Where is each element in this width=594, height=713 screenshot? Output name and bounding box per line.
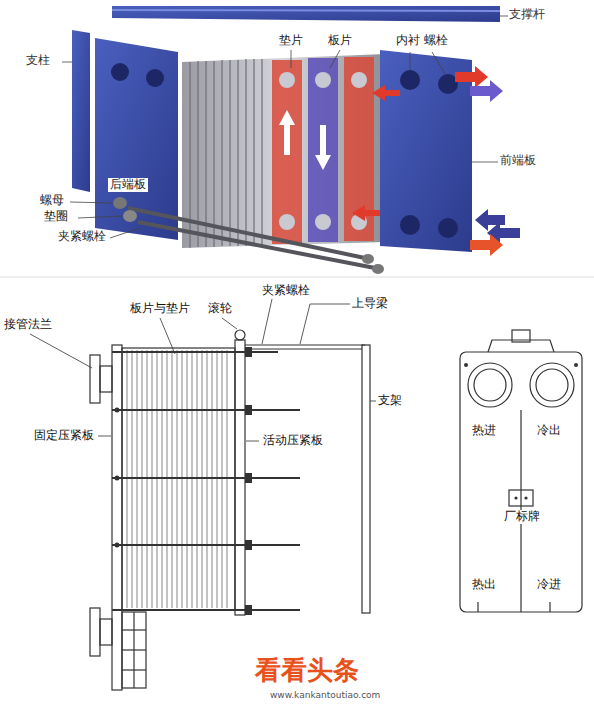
watermark: 看看头条 bbox=[255, 656, 359, 686]
part-label: 支柱 bbox=[26, 54, 50, 68]
port-label: 热出 bbox=[472, 578, 496, 592]
part-label: 板片与垫片 bbox=[130, 302, 190, 316]
watermark-url: www.kankantoutiao.com bbox=[270, 690, 380, 700]
part-label: 夹紧螺栓 bbox=[262, 284, 310, 298]
part-label: 内衬 bbox=[396, 34, 420, 48]
part-label: 接管法兰 bbox=[4, 318, 52, 332]
part-label: 前端板 bbox=[500, 154, 536, 168]
part-label: 支架 bbox=[378, 394, 402, 408]
nameplate-label: 厂标牌 bbox=[502, 510, 542, 524]
part-label: 固定压紧板 bbox=[34, 429, 94, 443]
part-label: 螺栓 bbox=[424, 34, 448, 48]
part-label: 板片 bbox=[328, 34, 352, 48]
part-label: 垫圈 bbox=[44, 210, 68, 224]
part-label: 螺母 bbox=[40, 194, 64, 208]
port-label: 冷进 bbox=[537, 578, 561, 592]
part-label: 活动压紧板 bbox=[261, 434, 325, 448]
part-label: 垫片 bbox=[279, 34, 303, 48]
part-label: 上导梁 bbox=[352, 297, 388, 311]
part-label: 夹紧螺栓 bbox=[56, 230, 108, 244]
part-label: 支撑杆 bbox=[509, 8, 545, 22]
port-label: 冷出 bbox=[537, 424, 561, 438]
part-label: 滚轮 bbox=[208, 302, 232, 316]
port-label: 热进 bbox=[472, 424, 496, 438]
part-label: 后端板 bbox=[108, 178, 148, 192]
